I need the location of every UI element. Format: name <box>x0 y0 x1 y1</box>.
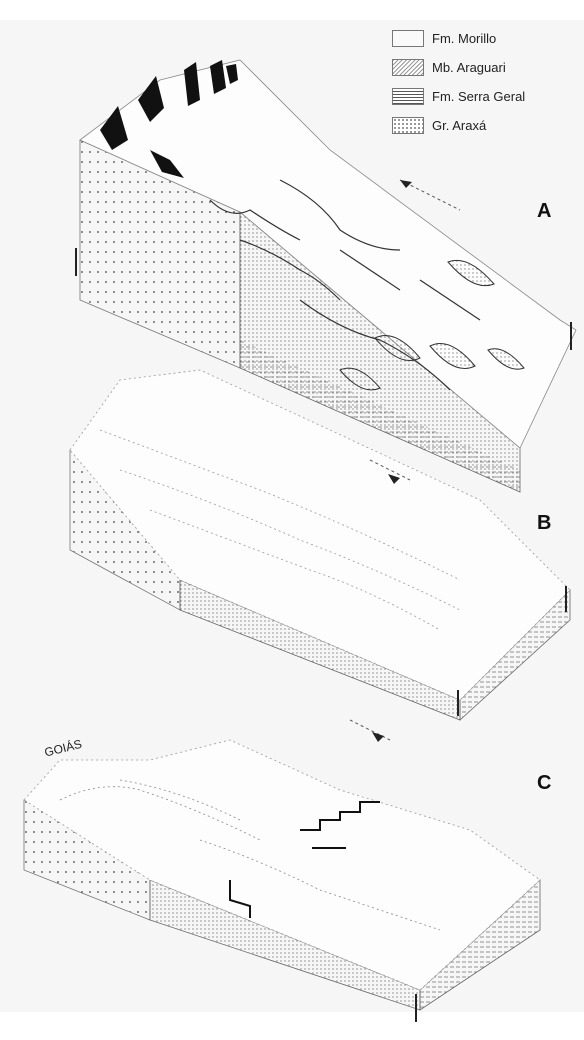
legend-item-serra-geral: Fm. Serra Geral <box>392 82 584 111</box>
block-c-dip-line <box>350 720 390 740</box>
araguari-swatch <box>392 59 424 76</box>
panel-label-a: A <box>537 200 551 223</box>
legend-item-morillo: Fm. Morillo <box>392 24 584 53</box>
legend-item-araguari: Mb. Araguari <box>392 53 584 82</box>
block-c <box>24 720 540 1022</box>
legend-label: Fm. Serra Geral <box>432 89 525 104</box>
araxa-swatch <box>392 117 424 134</box>
morillo-swatch <box>392 30 424 47</box>
legend-label: Gr. Araxá <box>432 118 486 133</box>
block-a-arrow <box>400 180 412 188</box>
serra-geral-swatch <box>392 88 424 105</box>
legend-item-araxa: Gr. Araxá <box>392 111 584 140</box>
legend-label: Fm. Morillo <box>432 31 496 46</box>
panel-label-c: C <box>537 772 551 795</box>
legend-label: Mb. Araguari <box>432 60 506 75</box>
panel-label-b: B <box>537 512 551 535</box>
legend: Fm. Morillo Mb. Araguari Fm. Serra Geral… <box>392 24 584 140</box>
